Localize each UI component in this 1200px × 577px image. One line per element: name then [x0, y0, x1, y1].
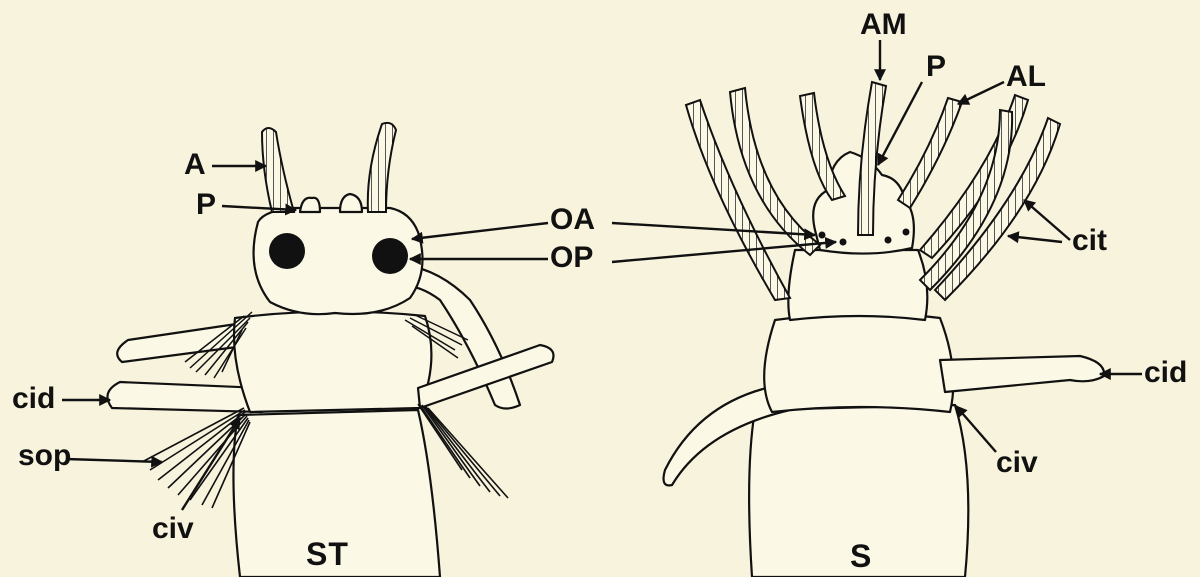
st-palp-left	[300, 198, 320, 212]
st-palp-right	[340, 194, 362, 212]
label-cit: cit	[1072, 226, 1107, 256]
label-cid-left: cid	[12, 384, 55, 414]
arrow-OA-left	[412, 223, 548, 239]
arrow-cit-2	[1008, 236, 1062, 242]
s-eye-4	[903, 229, 910, 236]
st-antenna-right	[368, 123, 396, 212]
label-OP: OP	[550, 243, 593, 273]
label-cid-right: cid	[1144, 358, 1187, 388]
st-eye-left	[269, 233, 305, 269]
label-civ-left: civ	[152, 514, 194, 544]
st-middle-segment	[234, 311, 431, 412]
s-eye-1	[819, 232, 826, 239]
label-civ-right: civ	[996, 448, 1038, 478]
caption-st: ST	[306, 538, 349, 570]
annotation-arrows	[62, 40, 1142, 510]
st-antenna-left	[262, 128, 294, 212]
s-eye-2	[840, 239, 847, 246]
s-middle-segment	[764, 313, 953, 412]
label-P-left: P	[196, 190, 216, 220]
s-collar	[788, 250, 927, 320]
arrow-cit-1	[1024, 200, 1070, 240]
label-P-right: P	[926, 52, 946, 82]
caption-s: S	[850, 540, 872, 572]
specimen-st	[108, 123, 554, 577]
label-AL: AL	[1006, 62, 1046, 92]
st-cirrus-dorsal-left	[108, 382, 263, 412]
arrow-AL	[958, 82, 1004, 104]
label-OA: OA	[550, 205, 595, 235]
label-A: A	[184, 150, 206, 180]
label-AM: AM	[860, 10, 907, 40]
st-eye-right	[372, 238, 408, 274]
s-eye-3	[885, 237, 892, 244]
s-cirrus-dorsal-right	[940, 356, 1104, 392]
label-sop: sop	[18, 441, 71, 471]
